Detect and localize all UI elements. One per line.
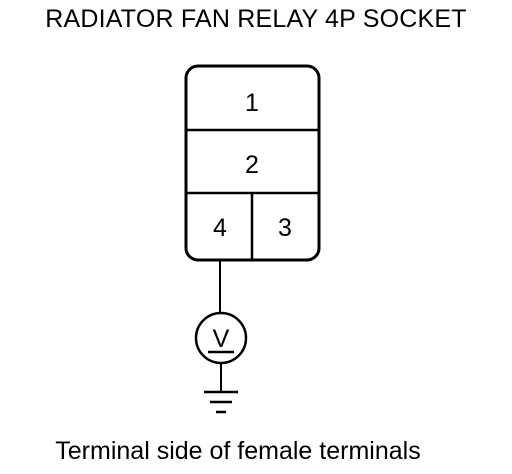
- terminal-3-label: 3: [278, 214, 292, 242]
- terminal-1-label: 1: [245, 89, 259, 117]
- voltmeter-symbol: V: [213, 325, 230, 353]
- terminal-2-label: 2: [245, 151, 259, 179]
- diagram-caption: Terminal side of female terminals: [55, 437, 421, 465]
- ground-icon: [204, 390, 238, 414]
- terminal-4-label: 4: [213, 214, 227, 242]
- diagram-title: RADIATOR FAN RELAY 4P SOCKET: [45, 5, 467, 33]
- voltmeter-icon: V: [194, 311, 248, 365]
